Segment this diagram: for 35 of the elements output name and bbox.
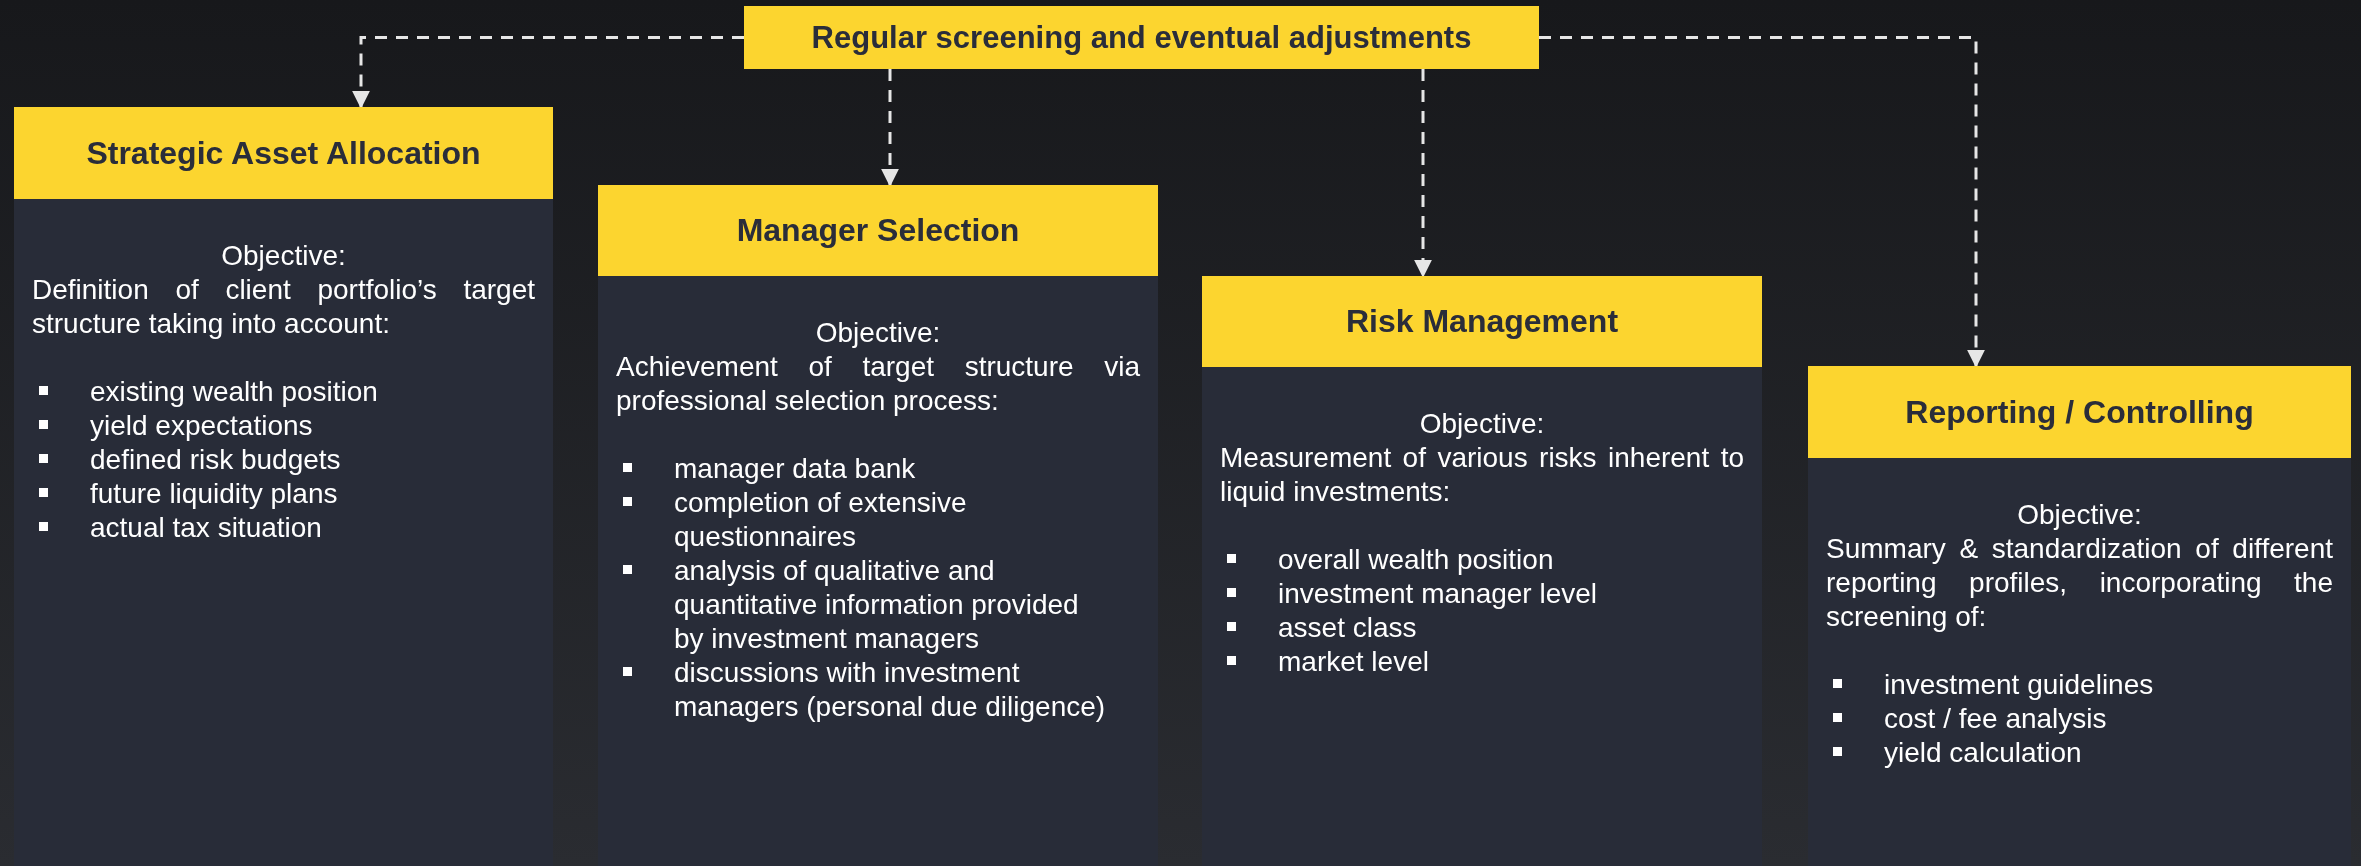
bullet-item: yield expectations	[90, 410, 313, 441]
bullet-item: investment manager level	[1278, 578, 1598, 609]
dashed-arrow	[352, 36, 744, 109]
dashed-arrow	[1414, 69, 1432, 278]
process-card	[598, 185, 1158, 866]
objective-label: Objective:	[814, 316, 942, 350]
card-header: Reporting / Controlling	[1808, 366, 2351, 458]
dashed-arrow	[1539, 36, 1985, 368]
objective-text: Measurement of various risks inherent to liquid investments:	[1220, 441, 1744, 509]
card-header: Manager Selection	[598, 185, 1158, 276]
bullet-item: asset class	[1278, 612, 1417, 643]
process-card	[1808, 366, 2351, 866]
bullet-item: discussions with investment managers (personal due diligence)	[674, 657, 1106, 722]
bullet-item: investment guidelines	[1884, 669, 2154, 700]
banner-box: Regular screening and eventual adjustments	[744, 6, 1539, 69]
bullet-item: overall wealth position	[1278, 544, 1554, 575]
objective-text: Summary & standardization of different reporting profiles, incorporating the screening of:	[1826, 532, 2333, 634]
objective-text: Definition of client portfolio’s target structure taking into account:	[32, 273, 535, 341]
objective-text: Achievement of target structure via professional selection process:	[616, 350, 1140, 418]
objective-label: Objective:	[1418, 407, 1546, 441]
bullet-item: future liquidity plans	[90, 478, 338, 509]
objective-label: Objective:	[2016, 498, 2143, 532]
bullet-item: manager data bank	[674, 453, 916, 484]
bullet-item: yield calculation	[1884, 737, 2082, 768]
dashed-arrow	[881, 69, 899, 187]
bullet-item: defined risk budgets	[90, 444, 341, 475]
card-header: Risk Management	[1202, 276, 1762, 367]
bullet-item: existing wealth position	[90, 376, 378, 407]
process-card	[14, 107, 553, 866]
process-card	[1202, 276, 1762, 866]
objective-label: Objective:	[220, 239, 347, 273]
card-header: Strategic Asset Allocation	[14, 107, 553, 199]
bullet-item: market level	[1278, 646, 1429, 677]
bullet-item: actual tax situation	[90, 512, 322, 543]
bullet-item: cost / fee analysis	[1884, 703, 2107, 734]
